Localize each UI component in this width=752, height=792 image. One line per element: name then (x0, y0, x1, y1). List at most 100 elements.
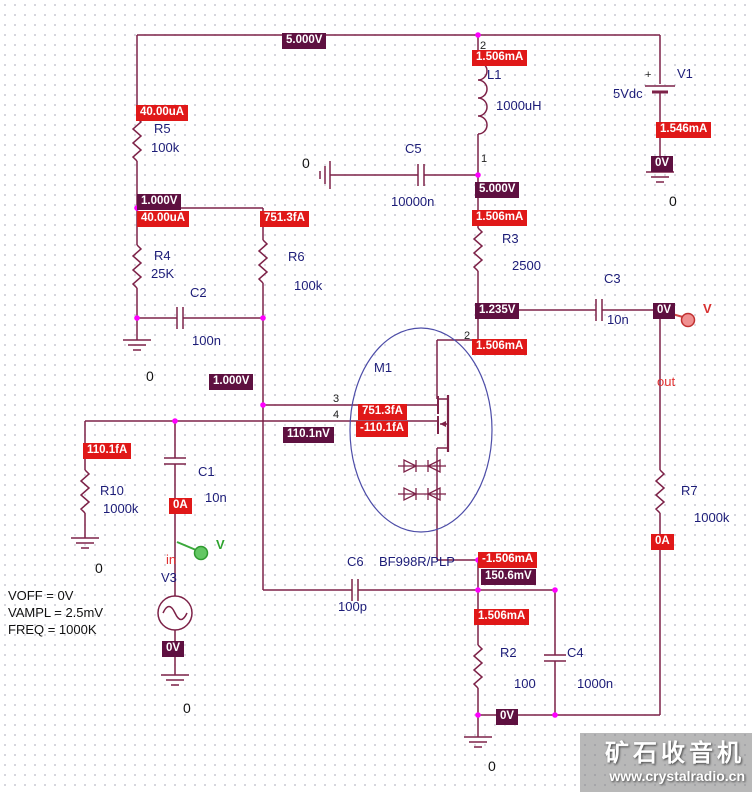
part-value-C6: 100p (338, 599, 367, 614)
part-value-V1: 5Vdc (613, 86, 643, 101)
part-ref-V3: V3 (161, 570, 177, 585)
watermark: 矿石收音机 www.crystalradio.cn (580, 733, 752, 792)
resistor-R3-symbol[interactable] (473, 227, 483, 272)
part-ref-C6: C6 (347, 554, 364, 569)
resistor-R2-symbol[interactable] (473, 644, 483, 689)
current-badge-r4: 40.00uA (137, 211, 190, 227)
current-badge-r7: 0A (651, 534, 674, 550)
capacitor-C6-symbol[interactable] (351, 578, 359, 602)
part-ref-R3: R3 (502, 231, 519, 246)
voltage-badge-gate2: 110.1nV (283, 427, 334, 443)
pin-m1-drain: 2 (464, 330, 471, 342)
substrate-arrow-icon (440, 421, 446, 427)
battery-V1-symbol[interactable] (645, 85, 675, 94)
part-ref-R6: R6 (288, 249, 305, 264)
part-model-M1: BF998R/PLP (379, 554, 455, 569)
part-value-R6: 100k (294, 278, 323, 293)
voltage-badge-drain: 1.235V (475, 303, 520, 319)
capacitor-C2-symbol[interactable] (176, 306, 184, 330)
part-ref-R10: R10 (100, 483, 124, 498)
current-badge-drain: 1.506mA (472, 339, 528, 355)
ground-C5-symbol[interactable] (319, 160, 331, 190)
ground-V1-symbol[interactable] (645, 171, 675, 183)
voltage-badge-gate1: 1.000V (209, 374, 254, 390)
pin-l1-top: 2 (480, 40, 487, 52)
part-value-R3: 2500 (512, 258, 541, 273)
capacitor-C4-symbol[interactable] (543, 654, 567, 662)
part-ref-R4: R4 (154, 248, 171, 263)
part-value-R4: 25K (151, 266, 175, 281)
inductor-L1-symbol[interactable] (477, 61, 488, 135)
ground-R4-symbol[interactable] (122, 339, 152, 351)
current-badge-v1: 1.546mA (656, 122, 712, 138)
part-ref-C3: C3 (604, 271, 621, 286)
net-label-out: out (657, 374, 676, 389)
v3-param-voff: VOFF = 0V (8, 588, 74, 603)
ground-V3-symbol[interactable] (160, 674, 190, 686)
part-value-C2: 100n (192, 333, 221, 348)
current-badge-r6: 751.3fA (260, 211, 309, 227)
part-value-C1: 10n (205, 490, 227, 505)
part-value-C4: 1000n (577, 676, 614, 691)
resistor-R10-symbol[interactable] (80, 469, 90, 514)
sine-source-V3-symbol[interactable] (157, 595, 193, 631)
part-value-C5: 10000n (391, 194, 435, 209)
part-ref-R5: R5 (154, 121, 171, 136)
part-value-R2: 100 (514, 676, 536, 691)
resistor-R5-symbol[interactable] (132, 117, 142, 162)
current-badge-r5: 40.00uA (136, 105, 189, 121)
voltage-badge-bias: 1.000V (137, 194, 182, 210)
voltage-badge-node1: 5.000V (475, 182, 520, 198)
capacitor-C3-symbol[interactable] (595, 298, 603, 322)
ground-label-c5: 0 (302, 155, 310, 171)
pin-l1-bot: 1 (481, 153, 488, 165)
part-ref-R2: R2 (500, 645, 517, 660)
ground-R2-symbol[interactable] (463, 736, 493, 748)
resistor-R6-symbol[interactable] (258, 239, 268, 284)
part-ref-V1: V1 (677, 66, 693, 81)
part-value-L1: 1000uH (496, 98, 542, 113)
voltage-badge-source: 150.6mV (481, 569, 536, 585)
part-value-R5: 100k (151, 140, 180, 155)
current-badge-gate1: 751.3fA (358, 404, 407, 420)
part-ref-C1: C1 (198, 464, 215, 479)
ground-label-v1: 0 (669, 193, 677, 209)
ground-label-v3: 0 (183, 700, 191, 716)
part-ref-M1: M1 (374, 360, 393, 375)
battery-plus-sign: + (645, 69, 652, 81)
part-ref-R7: R7 (681, 483, 698, 498)
probe-out-label: V (703, 301, 712, 316)
voltage-badge-r2-gnd: 0V (496, 709, 519, 725)
watermark-url: www.crystalradio.cn (609, 768, 745, 784)
v3-param-vampl: VAMPL = 2.5mV (8, 605, 104, 620)
probe-in-label: V (216, 537, 225, 552)
resistor-R7-symbol[interactable] (655, 469, 665, 514)
ground-label-r4: 0 (146, 368, 154, 384)
capacitor-C5-symbol[interactable] (417, 163, 425, 187)
part-value-R7: 1000k (694, 510, 730, 525)
part-ref-C2: C2 (190, 285, 207, 300)
current-badge-l1: 1.506mA (472, 50, 528, 66)
ground-R10-symbol[interactable] (70, 537, 100, 549)
current-badge-gate2: -110.1fA (356, 421, 409, 437)
voltage-badge-v1-neg: 0V (651, 156, 674, 172)
voltage-badge-out: 0V (653, 303, 676, 319)
resistor-R4-symbol[interactable] (132, 244, 142, 289)
voltage-probe-in[interactable] (176, 541, 209, 561)
part-ref-L1: L1 (487, 67, 502, 82)
capacitor-C1-symbol[interactable] (163, 457, 187, 465)
pin-m1-gate1: 3 (333, 393, 340, 405)
current-badge-c1: 0A (169, 498, 192, 514)
voltage-badge-top-rail: 5.000V (282, 33, 327, 49)
part-value-C3: 10n (607, 312, 629, 327)
net-label-in: in (166, 552, 177, 567)
part-ref-C4: C4 (567, 645, 584, 660)
protection-diodes-icon (398, 458, 446, 502)
mosfet-M1-symbol[interactable] (349, 327, 493, 533)
part-value-R10: 1000k (103, 501, 139, 516)
watermark-title: 矿石收音机 (605, 740, 745, 767)
voltage-badge-v3-neg: 0V (162, 641, 185, 657)
current-badge-r10: 110.1fA (83, 443, 132, 459)
current-badge-r2: 1.506mA (474, 609, 530, 625)
